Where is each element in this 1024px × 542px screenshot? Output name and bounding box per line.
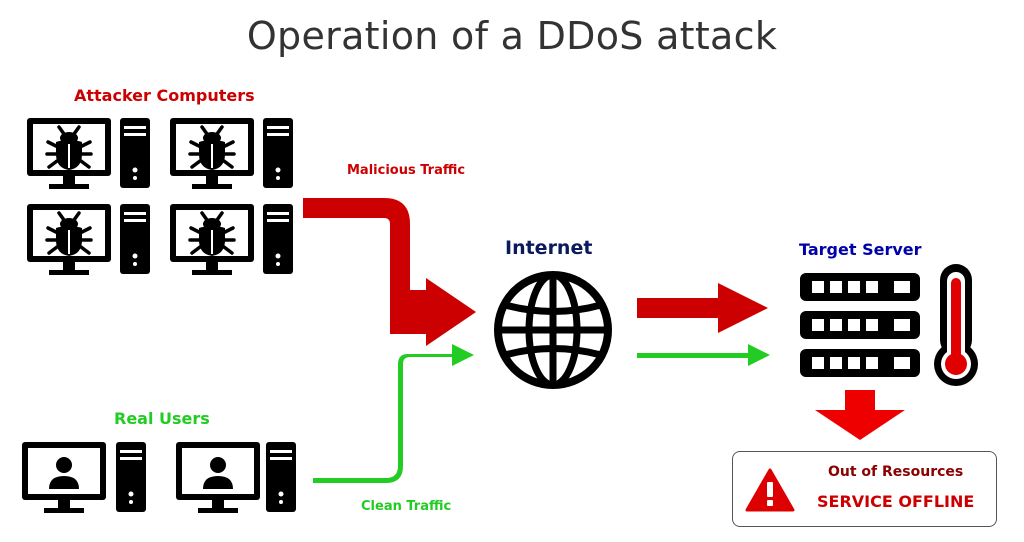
attacker-computer-3 — [27, 204, 150, 275]
tower-icon — [263, 118, 293, 188]
malicious-traffic-arrow — [303, 198, 476, 346]
malicious-traffic-label: Malicious Traffic — [347, 163, 466, 178]
status-text: SERVICE OFFLINE — [817, 492, 975, 511]
attacker-computer-1 — [27, 118, 150, 189]
real-user-computer-1 — [22, 442, 146, 513]
attacker-computer-2 — [170, 118, 293, 189]
tower-icon — [120, 118, 150, 188]
tower-icon — [263, 204, 293, 274]
clean-traffic-label: Clean Traffic — [361, 499, 452, 514]
thermometer-icon — [934, 264, 978, 386]
real-user-computer-2 — [176, 442, 296, 513]
attacker-computer-4 — [170, 204, 293, 275]
tower-icon — [120, 204, 150, 274]
target-server-label: Target Server — [799, 240, 922, 259]
internet-label: Internet — [505, 237, 593, 259]
tower-icon — [116, 442, 146, 512]
clean-forward-arrow — [637, 344, 770, 366]
real-users-label: Real Users — [114, 409, 210, 428]
status-box: Out of Resources SERVICE OFFLINE — [732, 451, 997, 527]
overload-down-arrow — [815, 390, 905, 440]
globe-icon — [494, 271, 612, 389]
diagram-title: Operation of a DDoS attack — [246, 14, 778, 58]
tower-icon — [266, 442, 296, 512]
clean-traffic-arrow — [313, 344, 474, 483]
attacker-computers-label: Attacker Computers — [74, 86, 255, 105]
status-title: Out of Resources — [828, 464, 964, 480]
warning-icon — [745, 468, 795, 512]
malicious-forward-arrow — [637, 283, 768, 333]
server-rack-icon — [800, 273, 920, 377]
